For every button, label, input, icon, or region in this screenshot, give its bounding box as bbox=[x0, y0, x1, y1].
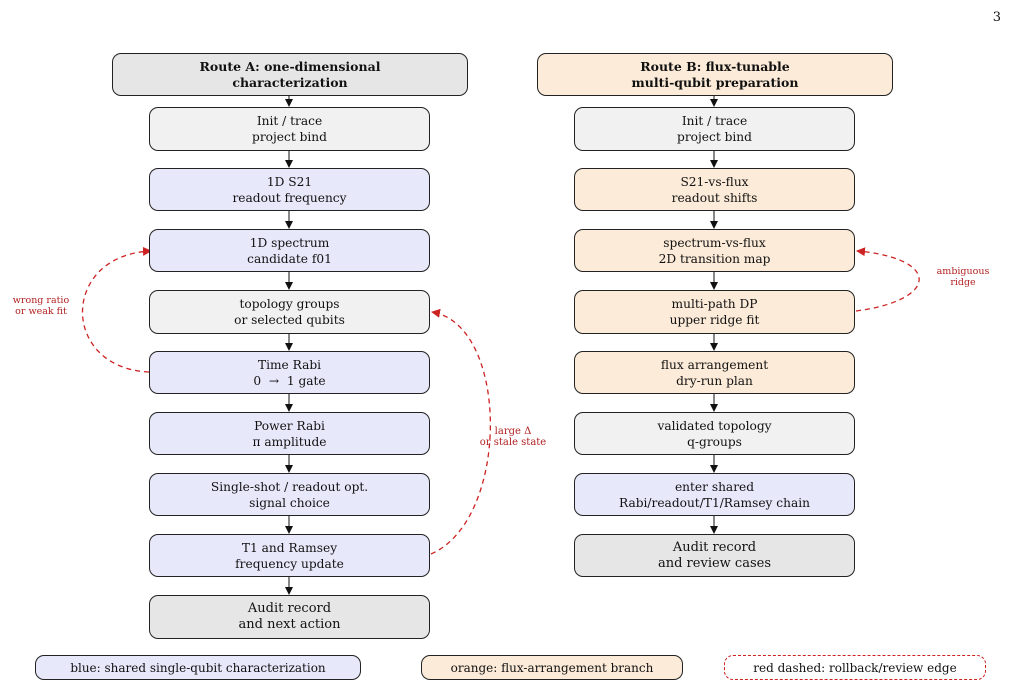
page-number: 3 bbox=[992, 10, 1001, 25]
route-a-step-spectrum: 1D spectrum candidate f01 bbox=[149, 229, 430, 272]
rollback-label-large-delta: large Δ or stale state bbox=[479, 426, 547, 448]
legend-blue: blue: shared single-qubit characterizati… bbox=[35, 655, 361, 680]
route-a-step-time-rabi: Time Rabi 0 → 1 gate bbox=[149, 351, 430, 394]
route-a-step-single-shot: Single-shot / readout opt. signal choice bbox=[149, 473, 430, 516]
route-a-header: Route A: one-dimensional characterizatio… bbox=[112, 53, 468, 96]
route-b-header: Route B: flux-tunable multi-qubit prepar… bbox=[537, 53, 893, 96]
route-a-step-init: Init / trace project bind bbox=[149, 107, 430, 151]
route-a-step-topology: topology groups or selected qubits bbox=[149, 290, 430, 334]
rollback-large-delta bbox=[430, 308, 491, 555]
route-b-step-validated-topology: validated topology q-groups bbox=[574, 412, 855, 455]
route-b-step-spectrum-flux: spectrum-vs-flux 2D transition map bbox=[574, 229, 855, 272]
route-b-step-flux-arrangement: flux arrangement dry-run plan bbox=[574, 351, 855, 394]
route-b-step-audit: Audit record and review cases bbox=[574, 534, 855, 577]
route-b-step-init: Init / trace project bind bbox=[574, 107, 855, 151]
rollback-label-wrong-ratio: wrong ratio or weak fit bbox=[12, 295, 70, 317]
rollback-wrong-ratio bbox=[81, 246, 152, 373]
route-a-step-audit: Audit record and next action bbox=[149, 595, 430, 639]
route-a-step-s21: 1D S21 readout frequency bbox=[149, 168, 430, 211]
route-a-step-t1-ramsey: T1 and Ramsey frequency update bbox=[149, 534, 430, 577]
route-b-step-s21-flux: S21-vs-flux readout shifts bbox=[574, 168, 855, 211]
legend-red: red dashed: rollback/review edge bbox=[724, 655, 986, 680]
legend-orange: orange: flux-arrangement branch bbox=[421, 655, 683, 680]
route-b-step-enter-shared: enter shared Rabi/readout/T1/Ramsey chai… bbox=[574, 473, 855, 516]
rollback-label-ambiguous: ambiguous ridge bbox=[936, 266, 990, 288]
route-a-step-power-rabi: Power Rabi π amplitude bbox=[149, 412, 430, 455]
rollback-ambiguous bbox=[855, 247, 920, 312]
route-b-step-multipath-dp: multi-path DP upper ridge fit bbox=[574, 290, 855, 334]
